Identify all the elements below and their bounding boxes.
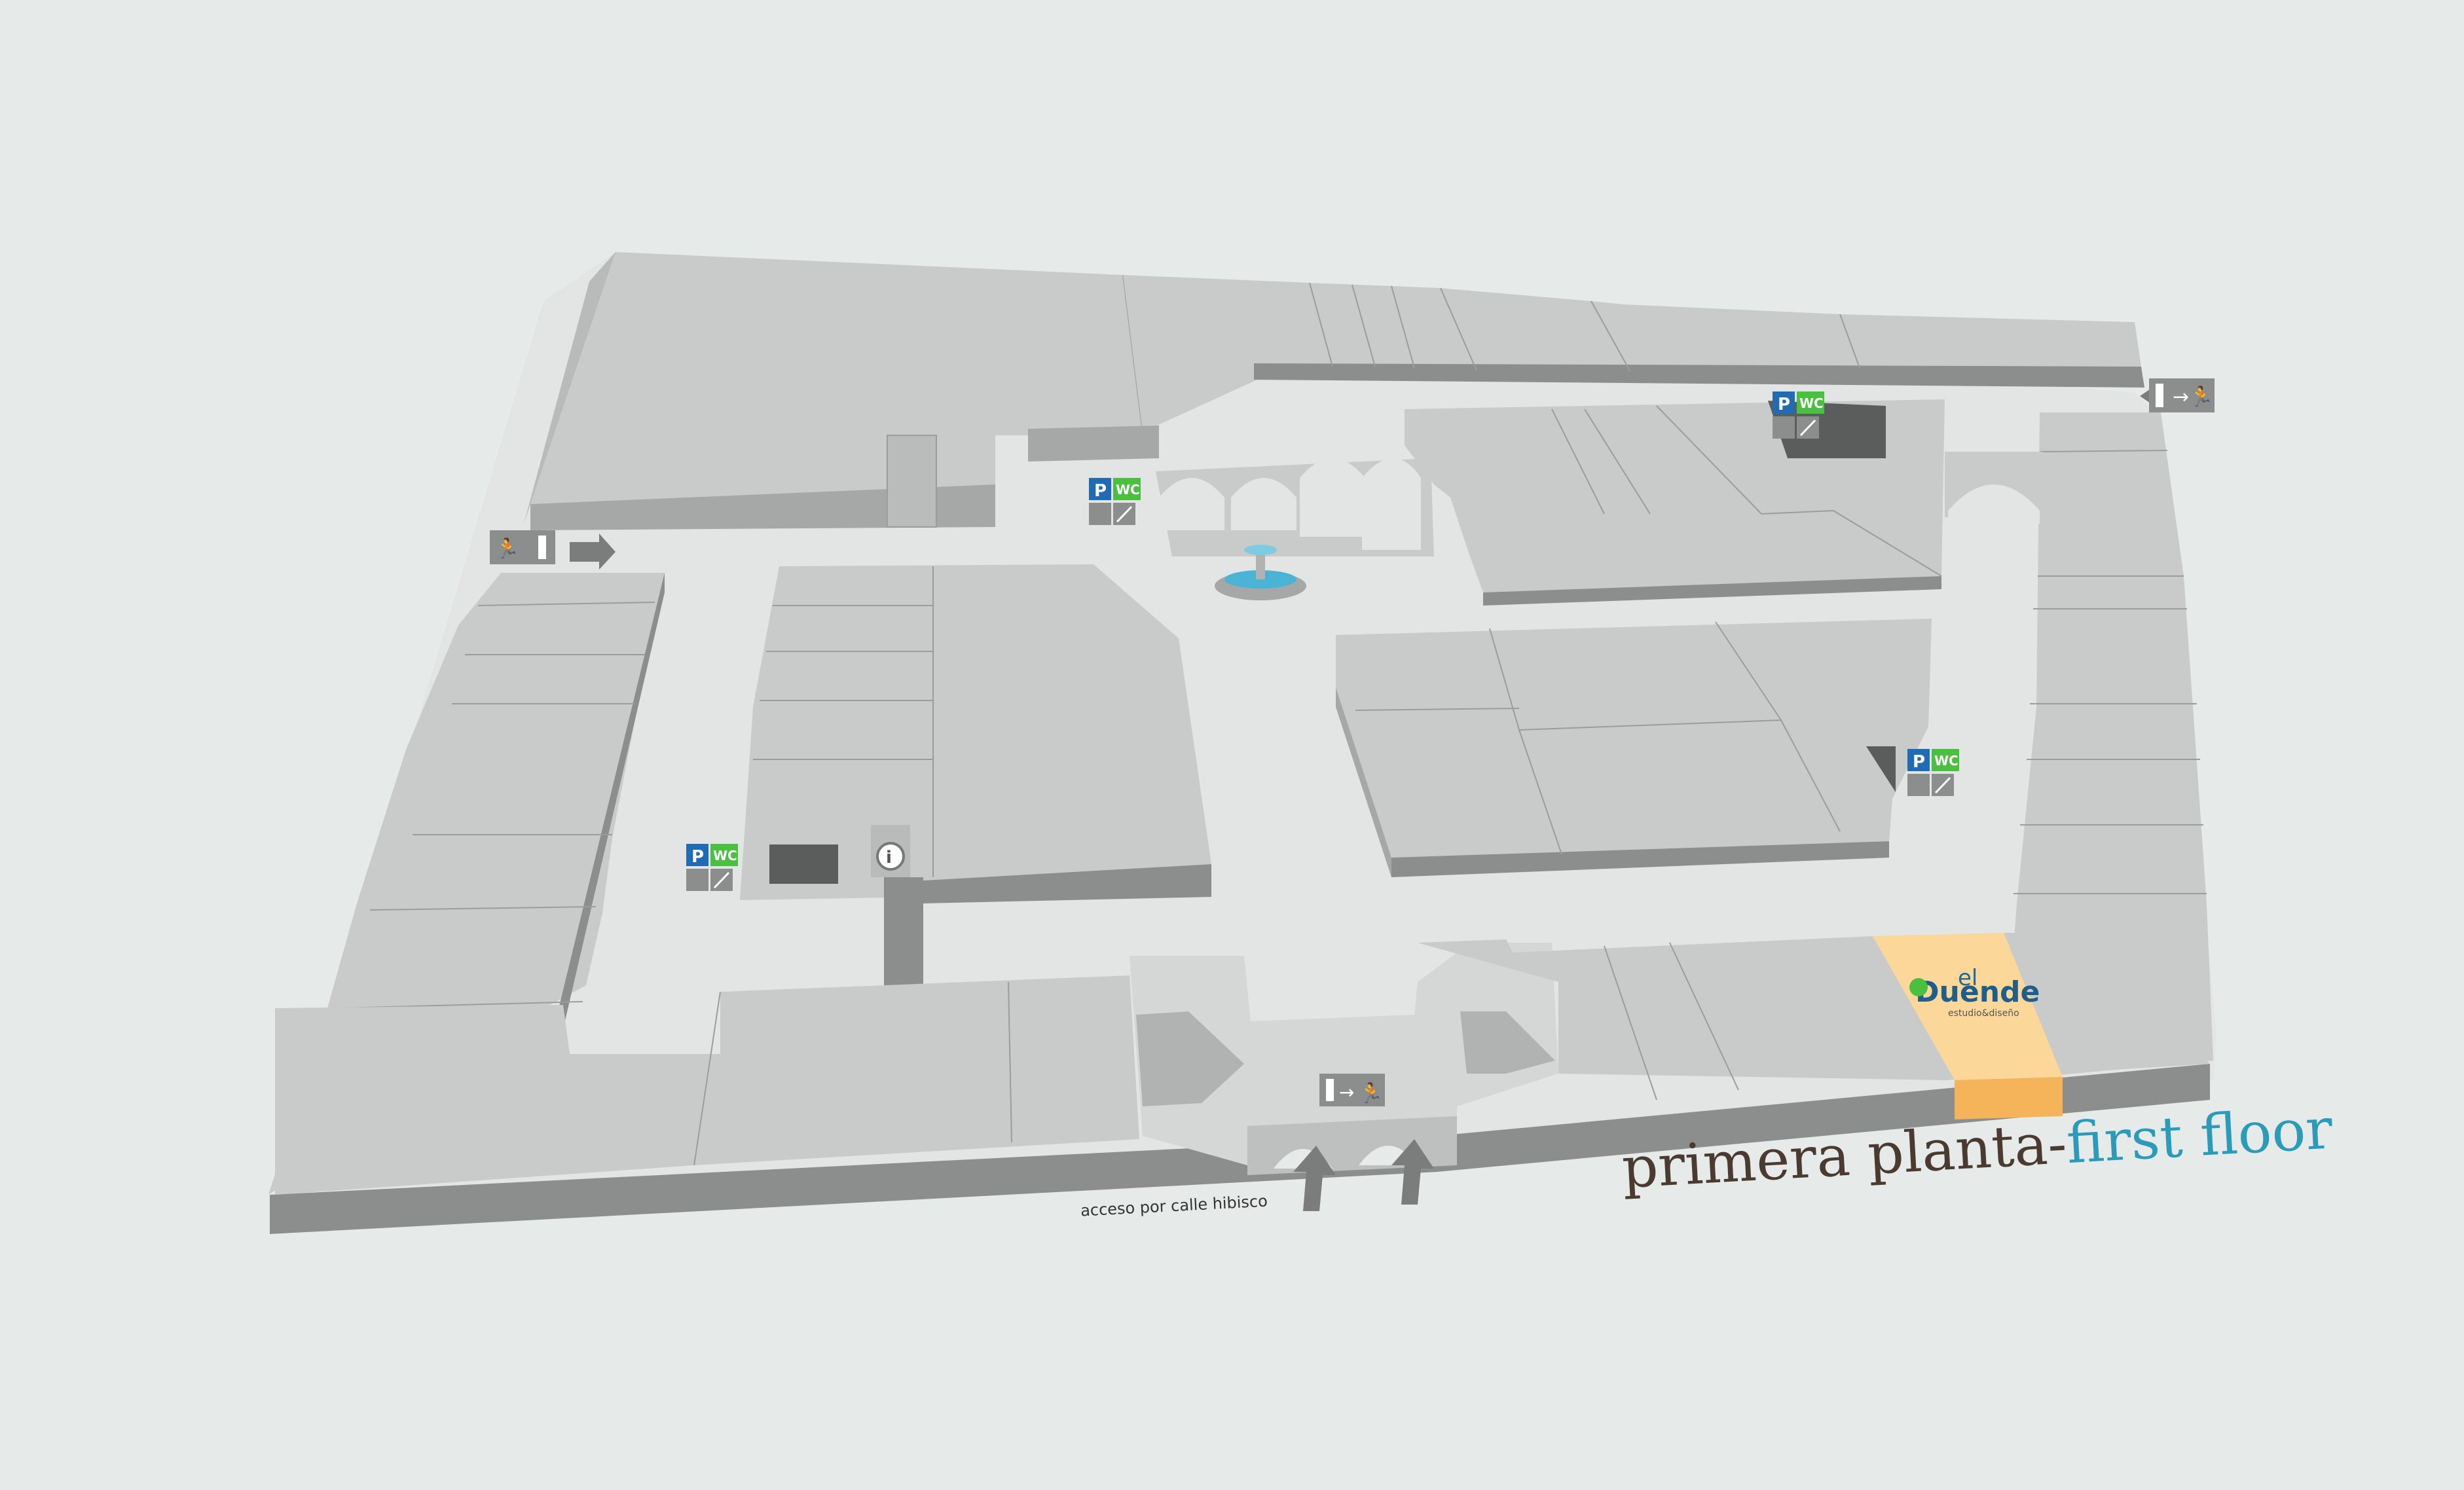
wheelchair-icon [1089,503,1111,525]
wc-icon [1113,478,1141,500]
east-arch-passage [1945,452,2043,524]
service-icons-north[interactable]: P WC [1773,391,1824,439]
exit-east[interactable]: →🏃 [2140,378,2215,412]
arrow-up-icon [1293,1146,1336,1211]
parking-icon [686,844,708,866]
parking-icon [1907,749,1930,771]
svg-text:WC: WC [1116,482,1140,498]
store-block-center-east [1336,619,1932,877]
store-block-southwest [275,975,1139,1195]
svg-text:P: P [1913,752,1925,772]
svg-text:i: i [886,848,892,867]
exit-west[interactable]: 🏃 [490,530,616,570]
info-icon [876,842,905,871]
arrow-up-icon [1391,1139,1434,1205]
info-point[interactable]: i [876,842,905,871]
main-entrance: → 🏃 [1130,943,1558,1175]
store-block-north [1123,275,2144,432]
wheelchair-icon [1773,416,1795,439]
svg-text:🏃: 🏃 [495,537,519,560]
courtyard-fountain [1028,426,1434,600]
wheelchair-icon [1907,774,1930,796]
svg-text:→: → [1339,1081,1354,1103]
arrow-right-icon [570,534,616,570]
store-logo-name: Duende [1915,975,2040,1009]
store-el-duende[interactable]: el Duende estudio&diseño [1873,933,2063,1119]
svg-text:🏃: 🏃 [1359,1081,1383,1105]
svg-text:P: P [691,847,704,867]
svg-text:WC: WC [1934,753,1958,769]
wc-icon [710,844,738,866]
wc-icon [1932,749,1959,771]
store-block-east [2004,412,2213,1080]
service-icons-east[interactable]: P WC [1907,749,1959,796]
wc-icon [1797,391,1824,414]
store-block-northeast [1405,399,1945,606]
store-logo-tagline: estudio&diseño [1948,1008,2019,1019]
svg-text:WC: WC [713,848,737,863]
svg-text:P: P [1094,481,1107,501]
duende-logo-icon [1909,978,1928,996]
store-logo-el: el [1958,965,1977,991]
svg-text:WC: WC [1799,395,1824,411]
parking-icon [1089,478,1111,500]
parking-icon [1773,391,1795,414]
entrance-arrows [1293,1139,1434,1211]
service-icons-northwest[interactable]: P WC [1089,478,1141,525]
store-block-center-west [740,564,1211,989]
svg-text:→🏃: →🏃 [2173,385,2214,409]
wheelchair-icon [686,869,708,891]
store-block-northwest [524,252,1143,530]
svg-text:P: P [1778,395,1790,414]
service-icons-west[interactable]: P WC [686,844,738,891]
